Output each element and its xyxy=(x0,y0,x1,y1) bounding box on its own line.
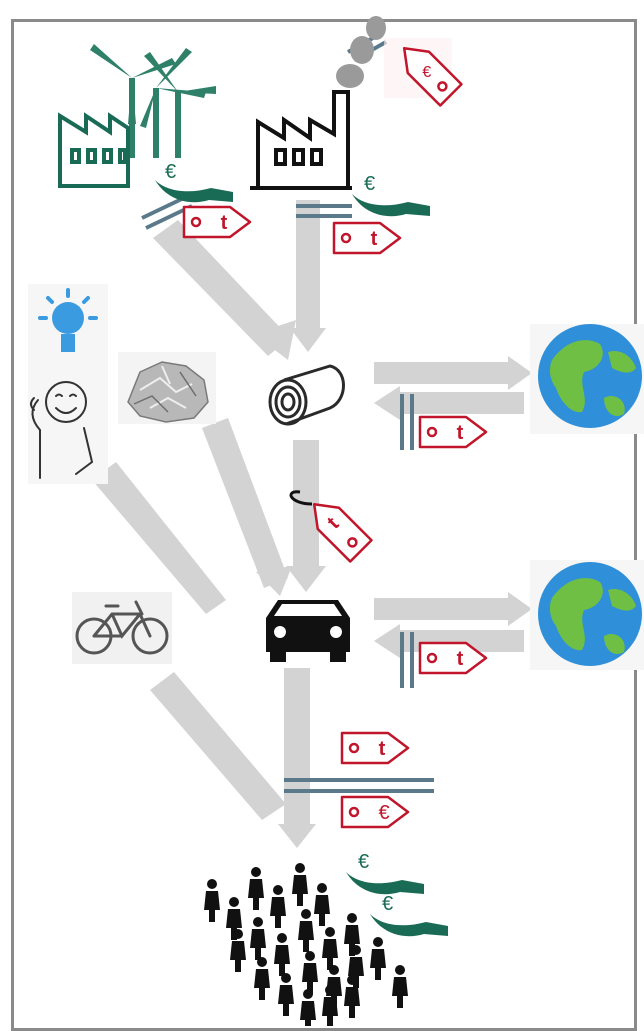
arrowhead-car-to-people xyxy=(278,824,316,848)
price-tag-tonne-coil-car: t xyxy=(302,492,373,563)
arrowhead-earth-to-car xyxy=(374,624,400,658)
hand-money-icon: € xyxy=(370,893,448,937)
price-tag-tonne-greenfactory: t xyxy=(182,205,252,239)
arrow-bicycle-to-people xyxy=(150,672,286,820)
person-figure xyxy=(322,927,338,970)
arrowhead-car-to-earth xyxy=(508,592,532,626)
euro-label: € xyxy=(358,851,369,873)
tag-label: t xyxy=(457,648,464,670)
people-crowd-icon xyxy=(204,863,408,1026)
person-figure xyxy=(250,917,266,960)
person-figure xyxy=(392,965,408,1008)
person-figure xyxy=(278,973,294,1016)
idea-person-icon xyxy=(28,284,108,484)
arrow-greenfactory-to-coil xyxy=(153,220,290,356)
arrow-foil-to-car xyxy=(202,418,288,588)
euro-label: € xyxy=(382,893,393,915)
tag-label: t xyxy=(379,738,386,760)
arrowhead-coil-to-car xyxy=(286,566,326,592)
person-figure xyxy=(322,985,338,1026)
bicycle-icon xyxy=(72,592,172,664)
price-tag-tonne-import-car: t xyxy=(418,641,488,675)
person-figure xyxy=(302,951,318,994)
person-figure xyxy=(344,975,360,1018)
tag-label: t xyxy=(371,228,378,250)
person-figure xyxy=(292,863,308,906)
tag-label: € xyxy=(422,64,431,81)
arrowhead-greenfactory-to-coil xyxy=(254,320,296,360)
arrow-car-to-people xyxy=(284,668,310,828)
arrow-factory-to-coil xyxy=(296,200,320,330)
arrowhead-earth-to-coil xyxy=(374,386,400,420)
smoke-icon xyxy=(336,16,386,88)
hand-money-icon: € xyxy=(346,851,424,895)
price-tag-tonne-import-coil: t xyxy=(418,415,488,449)
price-tag-euro-smoke: € xyxy=(384,36,463,107)
person-figure xyxy=(298,909,314,952)
euro-label: € xyxy=(364,173,375,195)
hand-money-icon: € xyxy=(352,173,430,217)
earth-icon xyxy=(530,560,644,670)
person-figure xyxy=(314,883,330,926)
arrowhead-foil-to-car xyxy=(256,566,292,596)
arrow-coil-to-earth-top xyxy=(374,362,510,384)
lightbulb-icon xyxy=(38,288,98,352)
euro-label: € xyxy=(165,161,176,183)
earth-icon xyxy=(530,324,644,434)
person-figure xyxy=(344,913,360,956)
arrowhead-factory-to-coil xyxy=(290,328,326,352)
tag-label: t xyxy=(221,212,228,234)
price-tag-euro-consumer: € xyxy=(340,795,410,829)
car-icon xyxy=(266,600,350,662)
person-figure xyxy=(270,885,286,928)
person-figure xyxy=(348,945,364,988)
aluminium-foil-icon xyxy=(118,352,216,424)
hand-money-icon: € xyxy=(155,161,233,203)
tag-string xyxy=(289,490,313,506)
flow-arrows xyxy=(92,200,532,848)
person-figure xyxy=(370,937,386,980)
arrow-car-to-earth-top xyxy=(374,598,510,620)
person-figure xyxy=(230,929,246,972)
tag-label: t xyxy=(457,422,464,444)
person-figure xyxy=(300,989,316,1026)
person-figure xyxy=(226,897,242,940)
price-tag-tonne-consumer: t xyxy=(340,731,410,765)
person-figure xyxy=(254,957,270,1000)
arrow-idea-to-car xyxy=(92,462,226,614)
wind-turbines-icon xyxy=(90,44,216,158)
person-figure xyxy=(248,867,264,910)
price-tag-tonne-factory: t xyxy=(332,221,402,255)
factory-icon xyxy=(250,90,352,190)
tag-label: € xyxy=(378,802,389,824)
arrow-earth-to-coil-bottom xyxy=(398,392,524,414)
arrowhead-coil-to-earth xyxy=(508,356,532,390)
green-factory-icon xyxy=(58,112,130,188)
person-figure xyxy=(204,879,220,922)
steel-coil-icon xyxy=(268,364,345,426)
person-figure xyxy=(274,933,290,976)
